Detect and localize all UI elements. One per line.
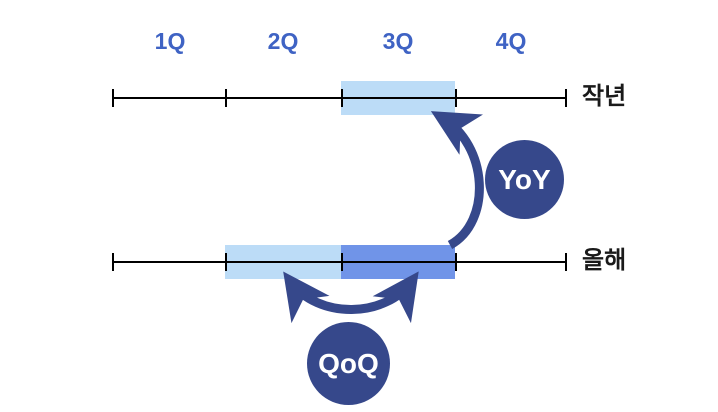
axis-line-last-year [112, 97, 566, 99]
axis-tick-last-year-3q [341, 89, 343, 107]
yoy-arrow-path [430, 111, 484, 249]
quarter-label-4q: 4Q [495, 28, 527, 54]
quarter-label-3q: 3Q [382, 28, 414, 54]
axis-tick-last-year-2q [225, 89, 227, 107]
axis-tick-last-year-start [112, 89, 114, 107]
badge-yoy[interactable]: YoY [485, 140, 564, 219]
badge-qoq[interactable]: QoQ [307, 322, 390, 405]
axis-tick-this-year-3q [341, 253, 343, 271]
axis-tick-last-year-4q [455, 89, 457, 107]
axis-tick-this-year-end [565, 253, 567, 271]
axis-tick-this-year-4q [455, 253, 457, 271]
quarter-label-1q: 1Q [154, 28, 186, 54]
axis-tick-last-year-end [565, 89, 567, 107]
axis-line-this-year [112, 261, 566, 263]
axis-tick-this-year-start [112, 253, 114, 271]
timeline-row-this-year: 올해 [0, 232, 718, 292]
quarter-label-2q: 2Q [267, 28, 299, 54]
axis-tick-this-year-2q [225, 253, 227, 271]
year-label-last-year: 작년 [582, 83, 627, 110]
timeline-row-last-year: 작년 [0, 68, 718, 128]
year-label-this-year: 올해 [582, 247, 627, 274]
